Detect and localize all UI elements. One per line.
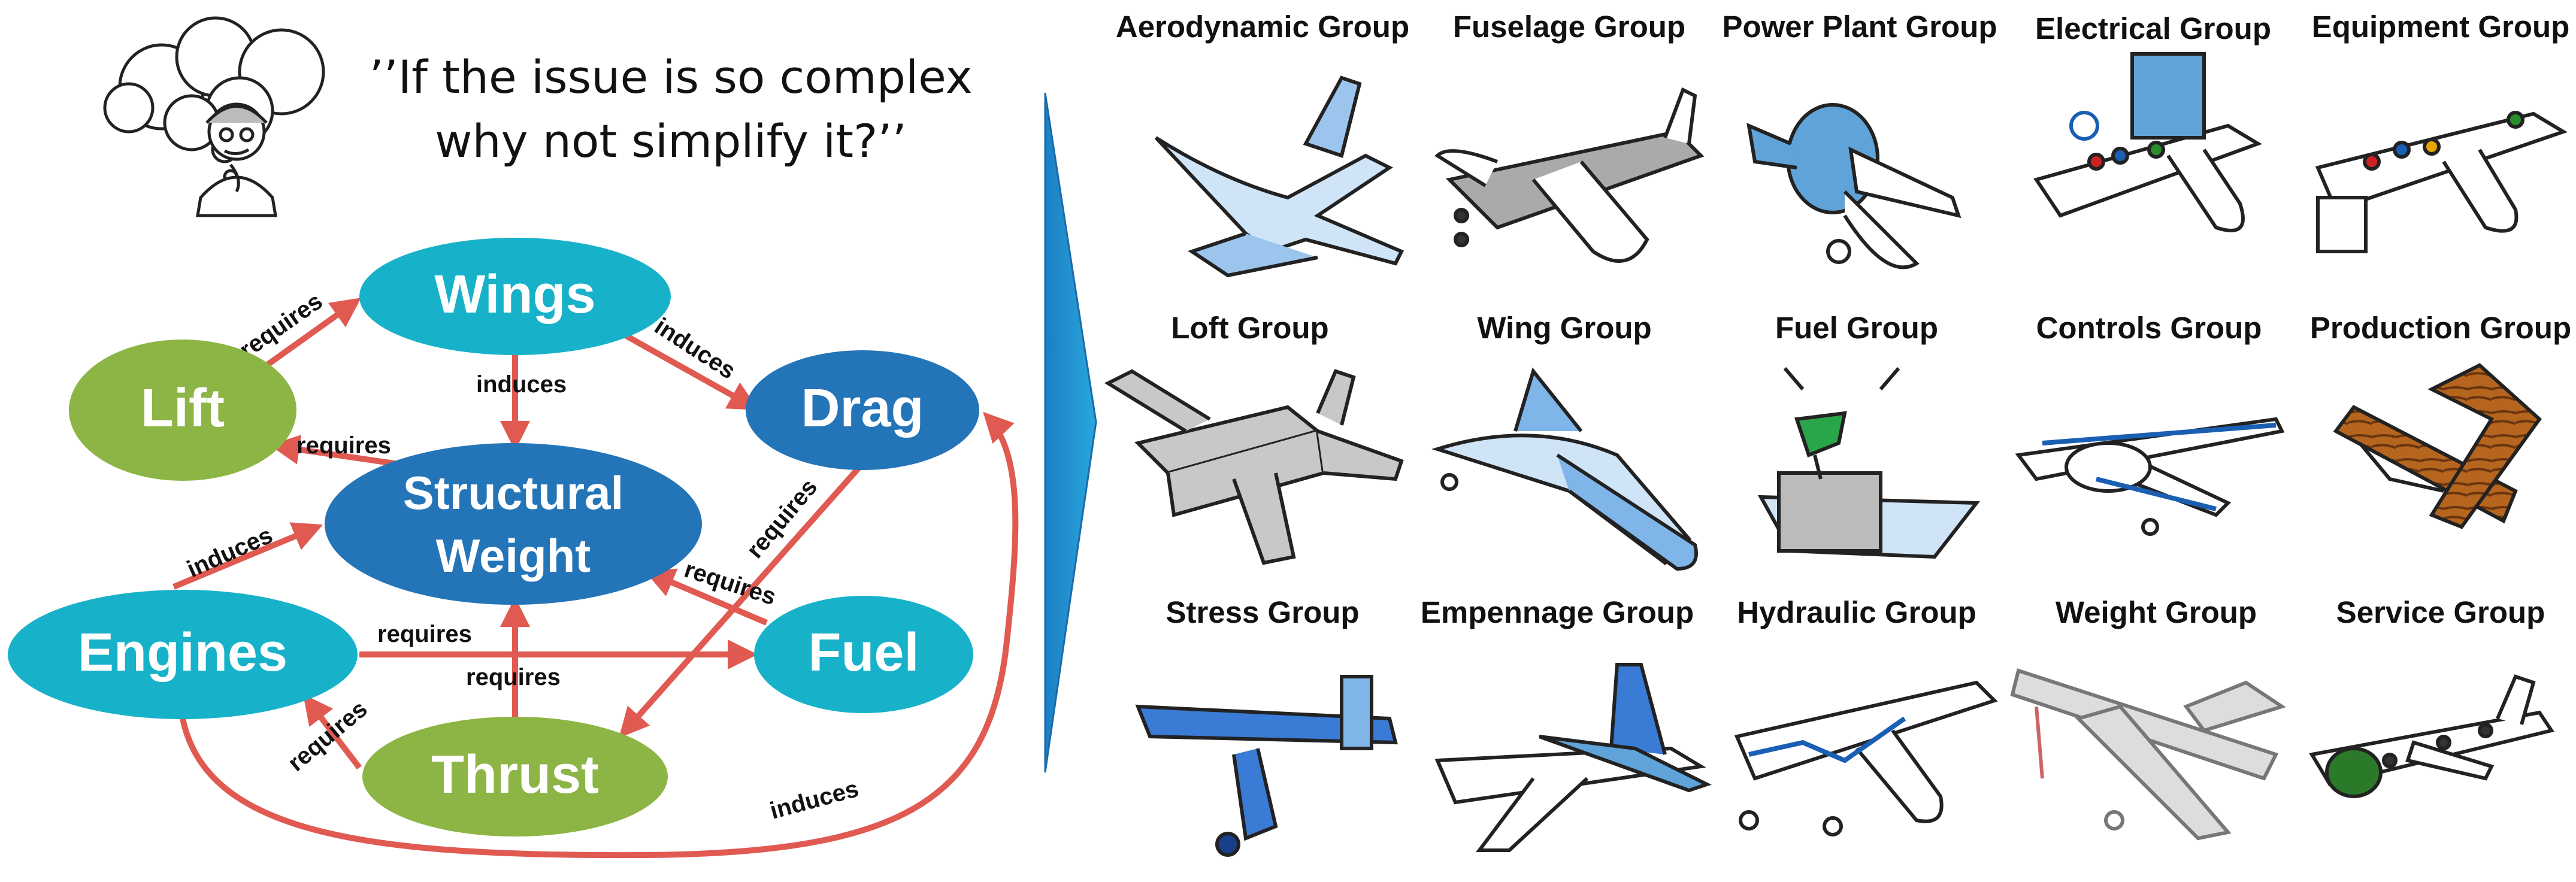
node-drag: Drag	[746, 350, 979, 470]
node-wings: Wings	[359, 238, 671, 355]
arrow-fuel-weight	[644, 568, 768, 626]
group-title-fuselage: Fuselage Group	[1453, 10, 1685, 44]
group-title-stress: Stress Group	[1166, 595, 1359, 629]
empennage-plane-icon	[1434, 663, 1712, 852]
quote-line-2: why not simplify it?’’	[435, 114, 906, 168]
label-fuel-weight: requires	[681, 556, 779, 611]
arrow-engines-weight	[172, 522, 323, 590]
group-title-power-plant: Power Plant Group	[1722, 10, 1997, 44]
fuel-plane-icon	[1757, 367, 1981, 559]
arrow-engines-drag	[180, 411, 1019, 859]
node-lift: Lift	[69, 340, 296, 481]
group-title-electrical: Electrical Group	[2035, 11, 2271, 46]
arrow-drag-thrust	[619, 465, 862, 738]
fuselage-plane-icon	[1434, 87, 1705, 263]
group-title-production: Production Group	[2310, 311, 2571, 345]
loft-plane-icon	[1104, 369, 1404, 565]
node-thrust: Thrust	[362, 717, 668, 836]
label-wings-weight: induces	[476, 371, 567, 398]
node-thrust-label: Thrust	[431, 745, 599, 805]
hydraulic-plane-icon	[1734, 680, 1998, 836]
group-title-wing: Wing Group	[1477, 311, 1651, 345]
aerodynamic-plane-icon	[1154, 75, 1404, 278]
chevron-arrow-icon	[1044, 92, 1097, 773]
stress-plane-icon	[1135, 675, 1398, 857]
group-title-weight: Weight Group	[2056, 595, 2257, 629]
node-engines-label: Engines	[78, 623, 287, 683]
node-wings-label: Wings	[434, 265, 595, 325]
label-thrust-weight: requires	[466, 664, 561, 690]
label-engines-fuel: requires	[377, 621, 472, 647]
group-title-aerodynamic: Aerodynamic Group	[1116, 10, 1409, 44]
arrow-lift-wings	[250, 298, 362, 379]
electrical-plane-icon	[2033, 52, 2262, 232]
arrow-weight-lift	[270, 435, 399, 467]
group-title-empennage: Empennage Group	[1421, 595, 1694, 629]
node-lift-label: Lift	[141, 378, 225, 438]
group-title-service: Service Group	[2336, 595, 2545, 629]
service-plane-icon	[2309, 674, 2554, 798]
node-structural-weight-label-2: Weight	[436, 529, 591, 582]
quote-line-1: ’’If the issue is so complex	[369, 50, 972, 104]
node-fuel: Fuel	[754, 596, 973, 713]
node-structural-weight-label-1: Structural	[403, 466, 623, 519]
arrow-thrust-engines	[302, 694, 362, 770]
label-weight-lift: requires	[296, 432, 391, 459]
arrow-wings-drag	[618, 329, 759, 410]
group-title-equipment: Equipment Group	[2312, 10, 2570, 44]
node-engines: Engines	[8, 590, 358, 719]
weight-plane-icon	[2010, 668, 2286, 841]
group-title-loft: Loft Group	[1171, 311, 1328, 345]
wing-plane-icon	[1431, 367, 1698, 571]
node-drag-label: Drag	[801, 378, 924, 438]
label-engines-drag: induces	[767, 775, 861, 825]
group-title-fuel: Fuel Group	[1775, 311, 1938, 345]
controls-plane-icon	[2015, 417, 2285, 536]
node-structural-weight: Structural Weight	[325, 443, 702, 605]
thinking-man-icon	[103, 16, 325, 217]
power-plant-plane-icon	[1746, 103, 1961, 269]
group-title-controls: Controls Group	[2036, 311, 2262, 345]
production-plane-icon	[2333, 363, 2542, 529]
node-fuel-label: Fuel	[808, 623, 919, 683]
group-title-hydraulic: Hydraulic Group	[1737, 595, 1976, 629]
equipment-plane-icon	[2315, 111, 2568, 253]
